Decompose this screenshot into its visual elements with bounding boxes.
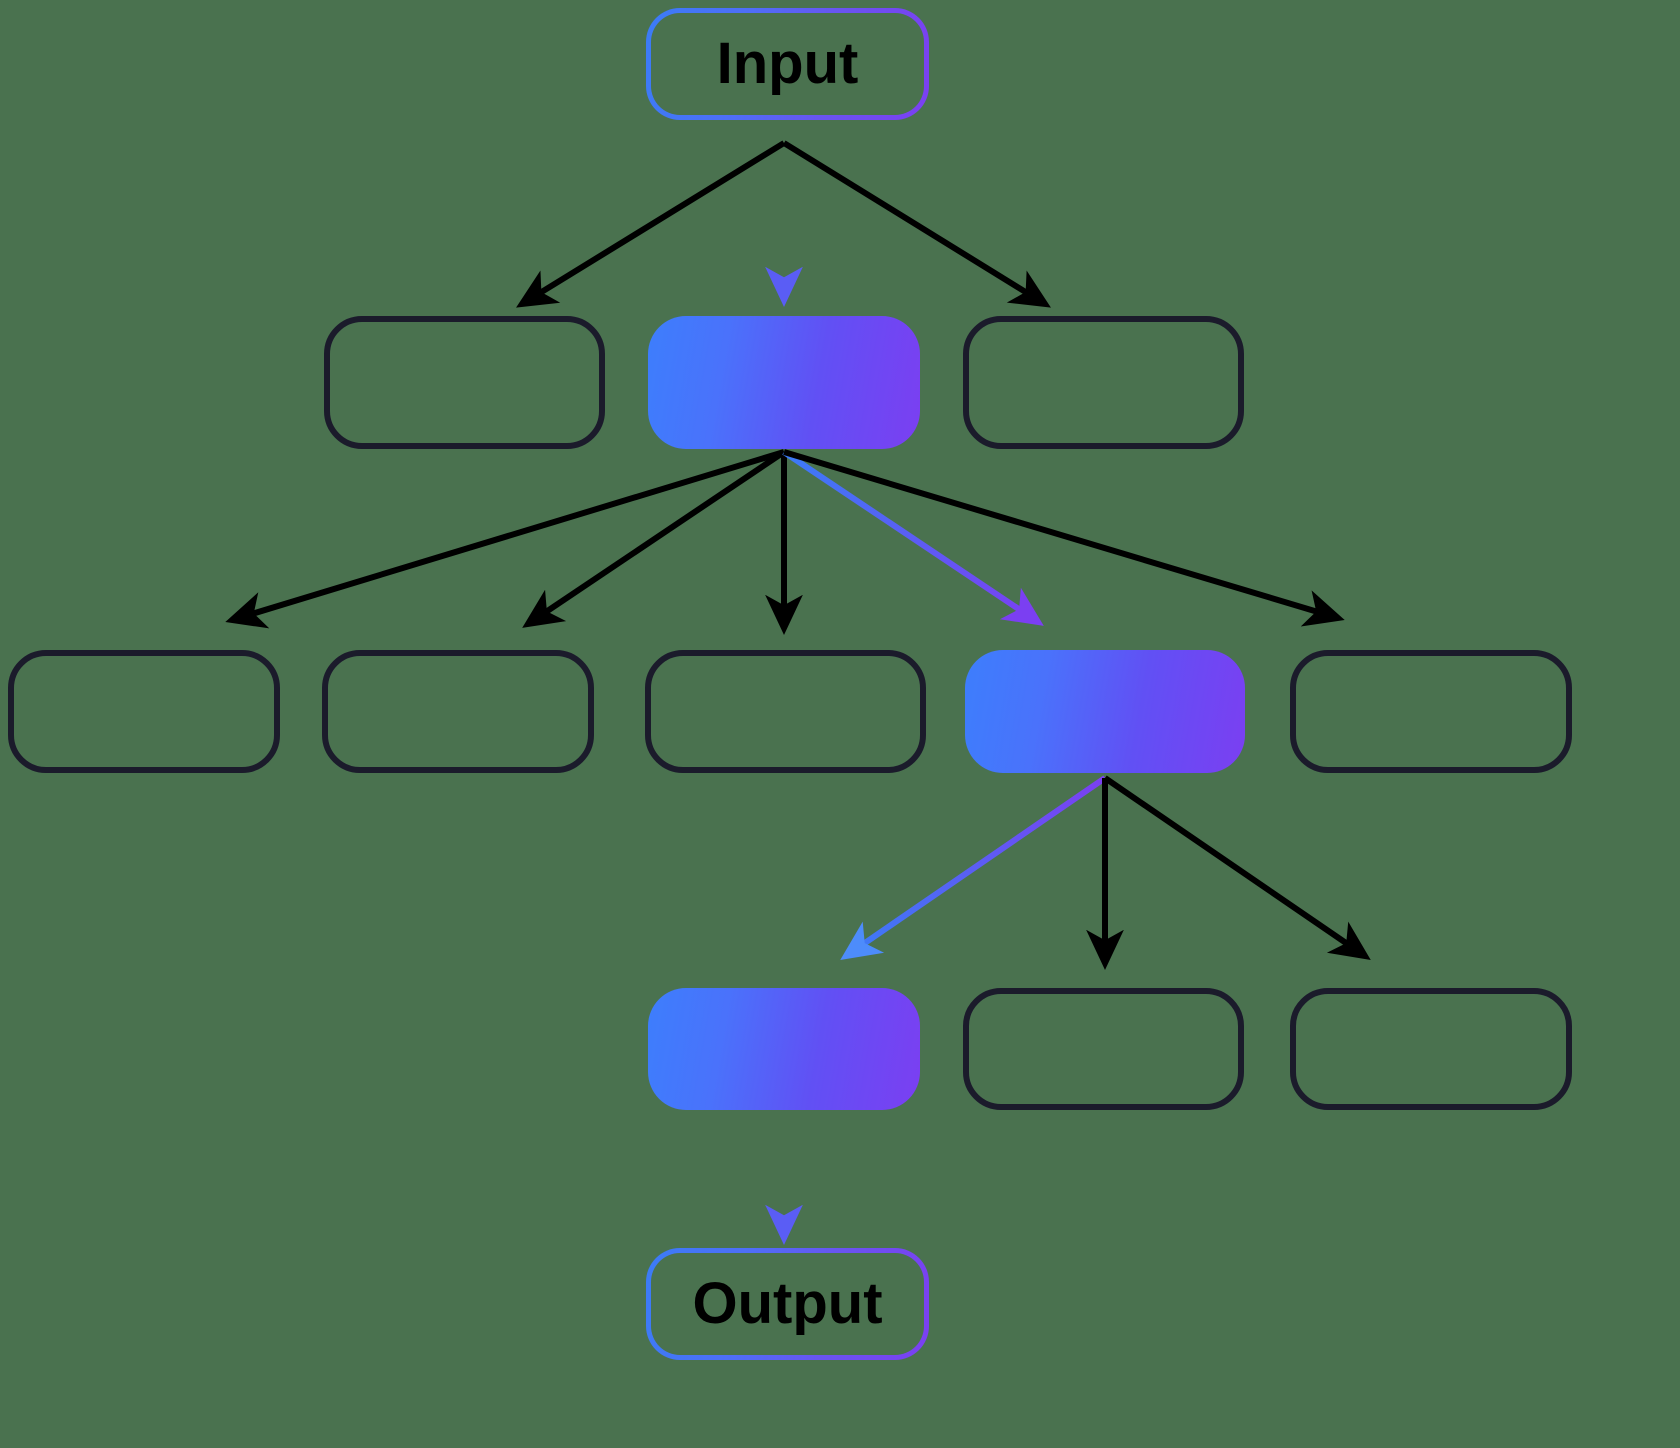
edge-input-to-l1n1 [516,140,786,308]
node-l3-candidate-2[interactable] [963,988,1244,1110]
node-l1-selected[interactable] [648,316,920,449]
node-l3-selected[interactable] [648,988,920,1110]
node-l1-candidate-3[interactable] [963,316,1244,449]
node-input-label: Input [716,31,859,96]
edge-l2n4-to-l3n3 [1103,775,1371,960]
edge-l2n4-to-l3n1-highlighted [840,775,1107,960]
node-output[interactable]: Output [646,1248,929,1360]
node-input[interactable]: Input [646,8,929,120]
node-l1-candidate-1[interactable] [324,316,605,449]
edge-l1n2-to-l2n2 [522,449,786,628]
node-l2-candidate-1[interactable] [8,650,280,773]
edge-l1n2-to-l2n5 [783,449,1345,627]
node-l2-selected[interactable] [965,650,1245,773]
node-l2-candidate-5[interactable] [1290,650,1572,773]
node-l2-candidate-2[interactable] [322,650,594,773]
edge-input-to-l1n3 [782,140,1051,308]
node-output-label: Output [692,1271,883,1336]
edge-l1n2-to-l2n4-highlighted [782,449,1044,626]
node-l2-candidate-3[interactable] [645,650,926,773]
node-l3-candidate-3[interactable] [1290,988,1572,1110]
edge-l1n2-to-l2n1 [225,449,785,629]
